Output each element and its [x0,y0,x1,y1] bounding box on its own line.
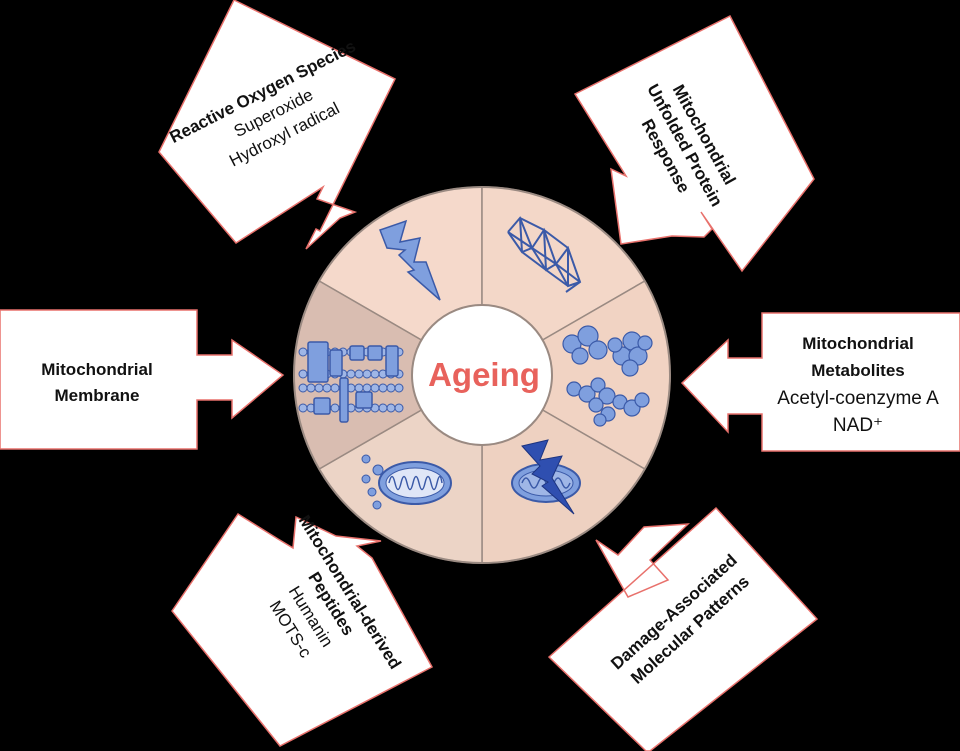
center-label: Ageing [428,356,540,393]
callout-membrane: Mitochondrial Membrane [0,309,285,450]
wheel-outline [293,186,671,564]
membrane-line-2: Membrane [54,386,139,405]
callout-metabolites-shape [680,312,960,452]
callout-damps-shape [547,506,819,751]
lightning-bolt-icon [379,219,441,301]
callout-peptides-shape [171,512,434,747]
callout-ros-shape [158,0,397,250]
callout-damps: Damage-Associated Molecular Patterns [547,506,819,751]
callout-ros: Reactive Oxygen Species Superoxide Hydro… [158,0,397,250]
membrane-line-1: Mitochondrial [41,360,152,379]
metabolites-item-nad: NAD⁺ [833,415,883,436]
lipid-bilayer-icon [298,341,404,423]
metabolites-line-1: Mitochondrial [802,334,913,353]
center-circle [411,304,553,446]
protein-lattice-icon [507,216,582,293]
callout-metabolites: Mitochondrial Metabolites Acetyl-coenzym… [680,312,960,452]
metabolite-molecules-icon [562,325,653,427]
metabolites-line-2: Metabolites [811,361,905,380]
damaged-mitochondrion-icon [511,439,581,515]
callout-peptides: Mitochondrial-derived Peptides Humanin M… [171,512,434,747]
callout-mt-upr: Mitochondrial Unfolded Protein Response [573,14,815,273]
mitochondrion-with-vesicles-icon [361,454,452,510]
callout-membrane-shape [0,309,285,450]
metabolites-item-acetyl-coa: Acetyl-coenzyme A [777,388,939,409]
callout-mt-upr-shape [573,14,815,273]
